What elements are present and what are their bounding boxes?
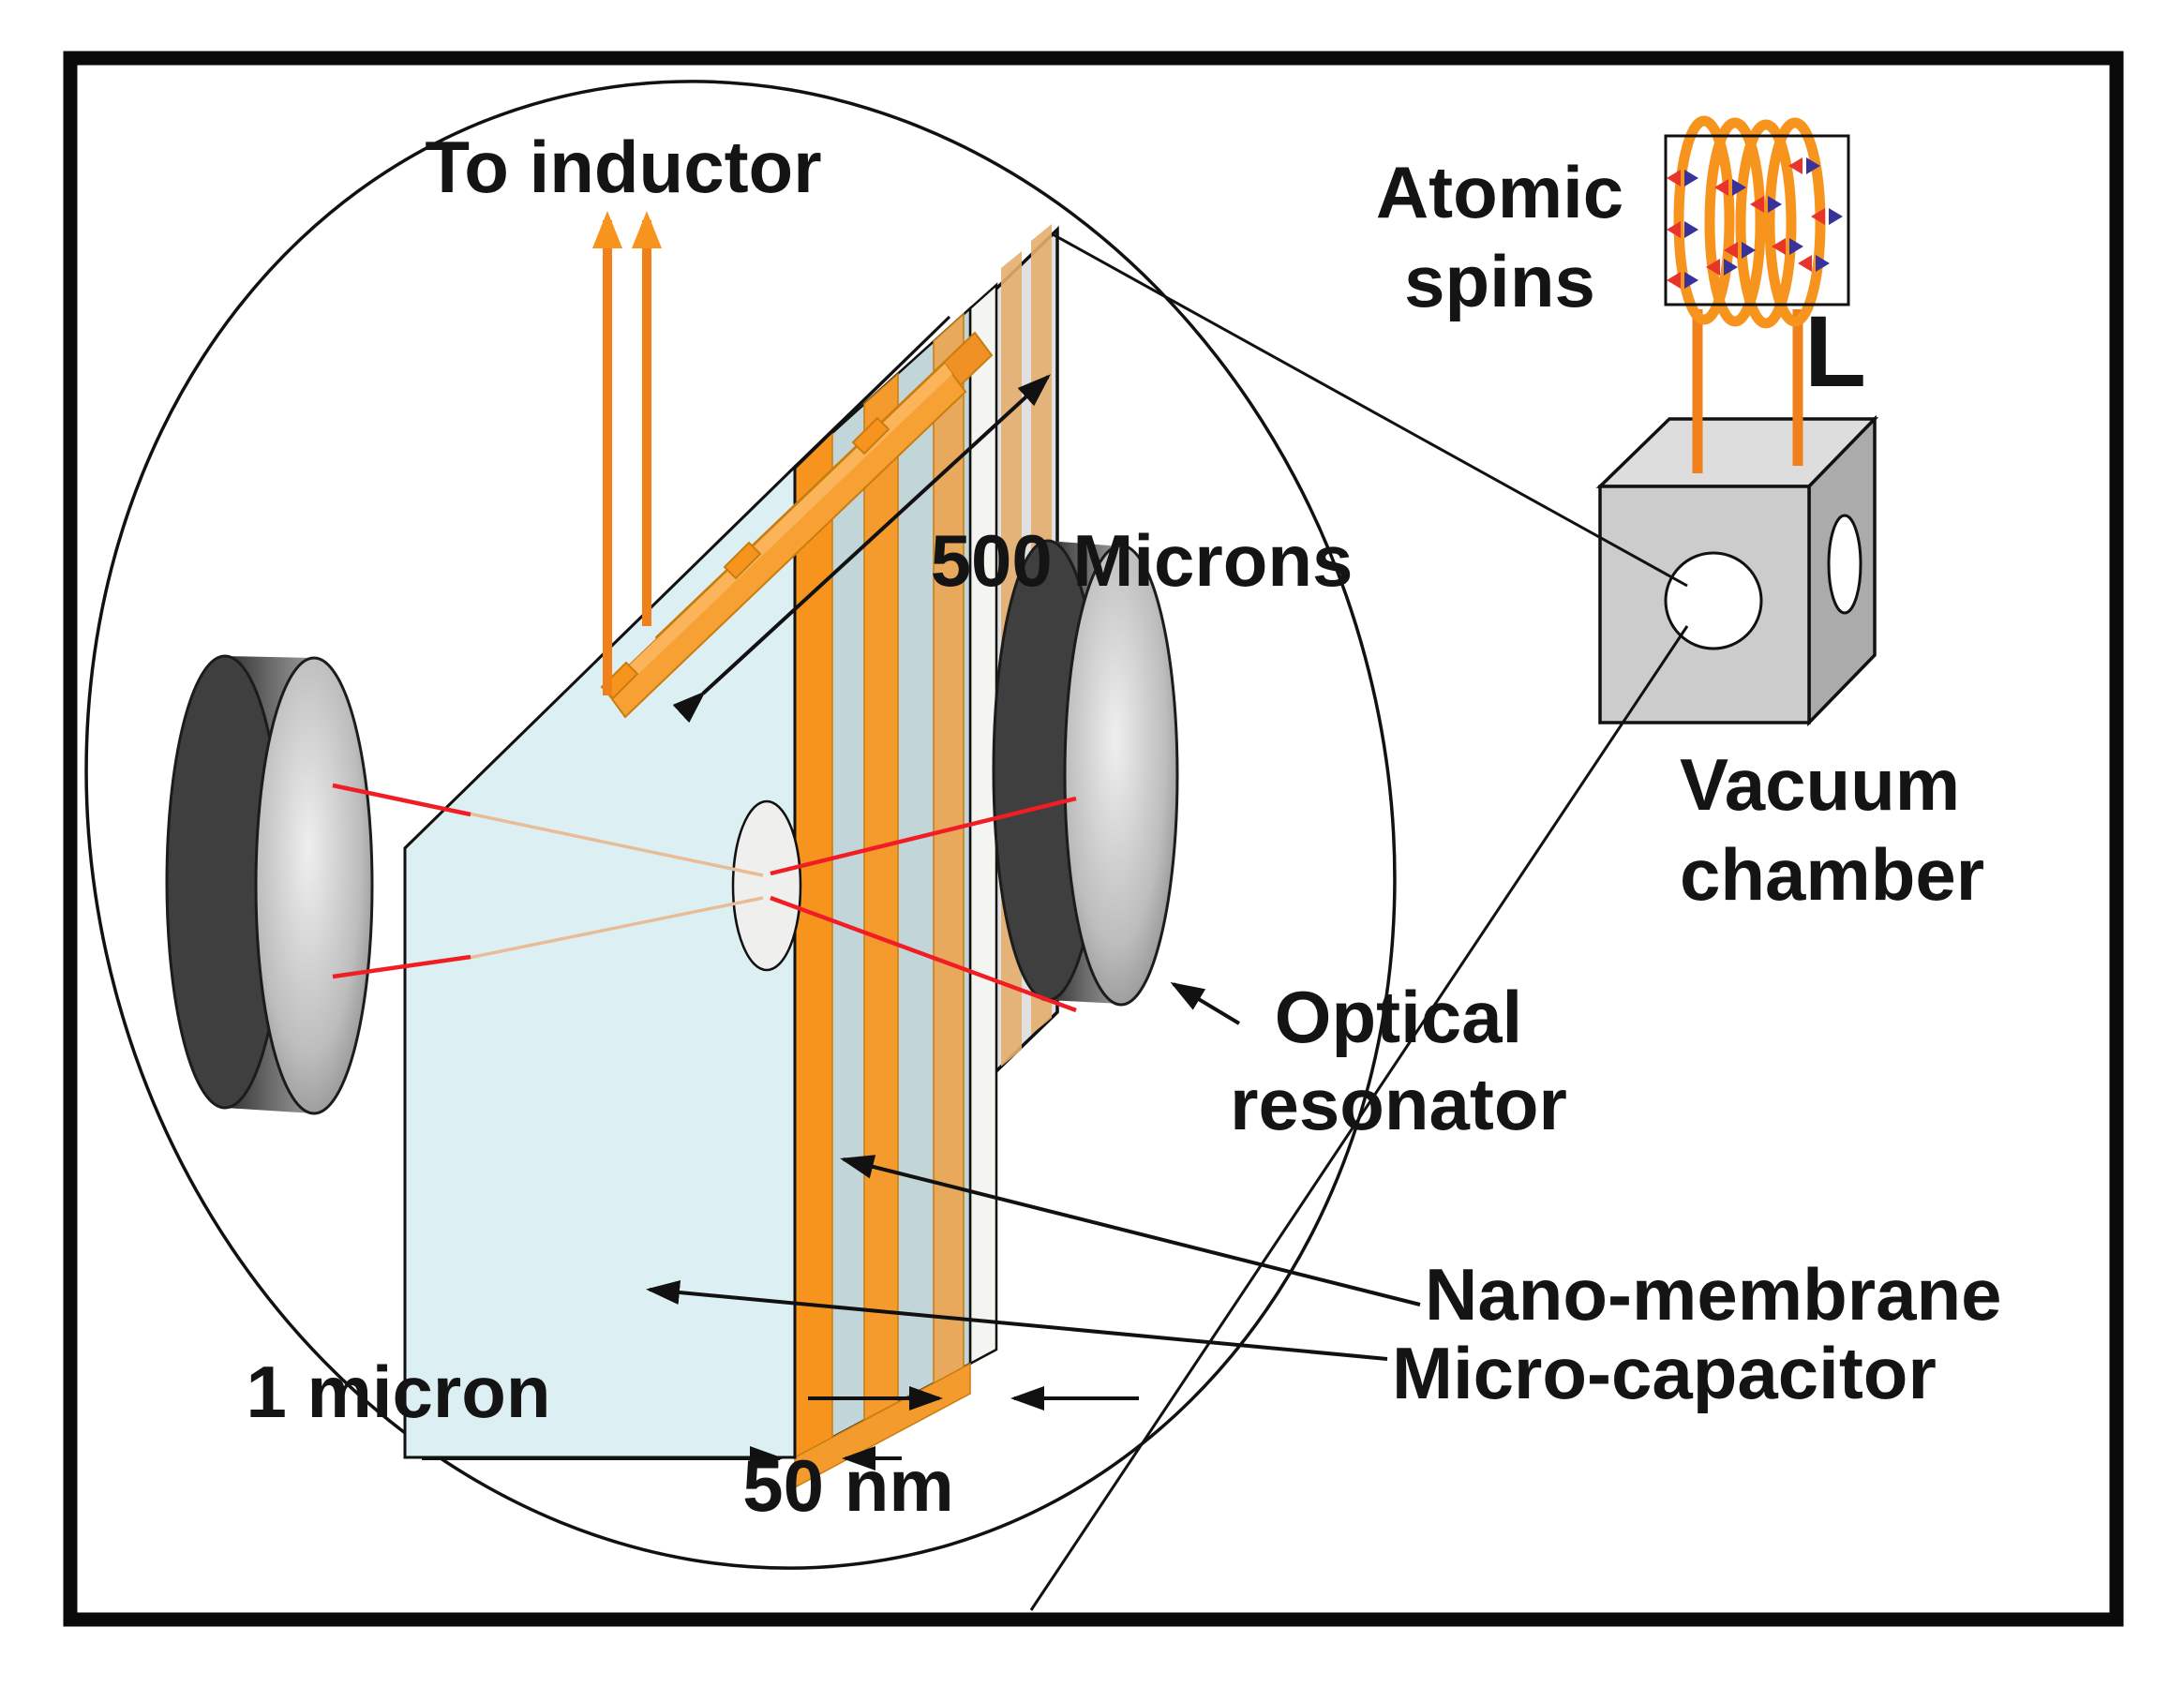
magnifier-circle xyxy=(84,80,1397,1570)
label-atomic-spins-2: spins xyxy=(1404,240,1595,322)
laser-beams xyxy=(332,783,1077,1013)
vacuum-chamber-cube xyxy=(1595,414,1879,727)
label-vacuum-chamber-2: chamber xyxy=(1680,833,1984,916)
label-micro-capacitor: Micro-capacitor xyxy=(1392,1332,1937,1414)
left-mirror xyxy=(165,654,374,1115)
inductor-coil xyxy=(1673,115,1826,473)
label-nano-membrane: Nano-membrane xyxy=(1425,1253,2001,1336)
label-inductance: L xyxy=(1804,294,1866,408)
right-mirror xyxy=(992,539,1179,1007)
zoom-cone-line-bottom xyxy=(1029,625,1689,1611)
dimension-500-microns-arrow xyxy=(672,374,1051,724)
label-optical-resonator-1: Optical xyxy=(1275,976,1522,1058)
membrane-hole xyxy=(731,799,802,972)
electrode-strip-back xyxy=(933,312,965,1385)
cube-front-viewport xyxy=(1664,551,1763,650)
micro-capacitor-pointer xyxy=(646,1280,1388,1361)
atomic-spin-arrows xyxy=(1667,157,1843,289)
label-vacuum-chamber-1: Vacuum xyxy=(1680,743,1960,826)
nano-membrane-pointer xyxy=(840,1155,1421,1306)
label-500-microns: 500 Microns xyxy=(931,519,1354,602)
label-1-micron: 1 micron xyxy=(246,1351,550,1433)
atomic-spins-box xyxy=(1664,134,1850,306)
optical-resonator-pointer xyxy=(1170,981,1241,1025)
label-to-inductor: To inductor xyxy=(425,126,821,208)
label-50-nm: 50 nm xyxy=(742,1444,953,1527)
label-optical-resonator-2: resonator xyxy=(1230,1063,1567,1145)
cube-side-viewport xyxy=(1827,514,1862,615)
label-atomic-spins-1: Atomic xyxy=(1376,151,1623,233)
zoom-cone-line-top xyxy=(1052,232,1688,588)
